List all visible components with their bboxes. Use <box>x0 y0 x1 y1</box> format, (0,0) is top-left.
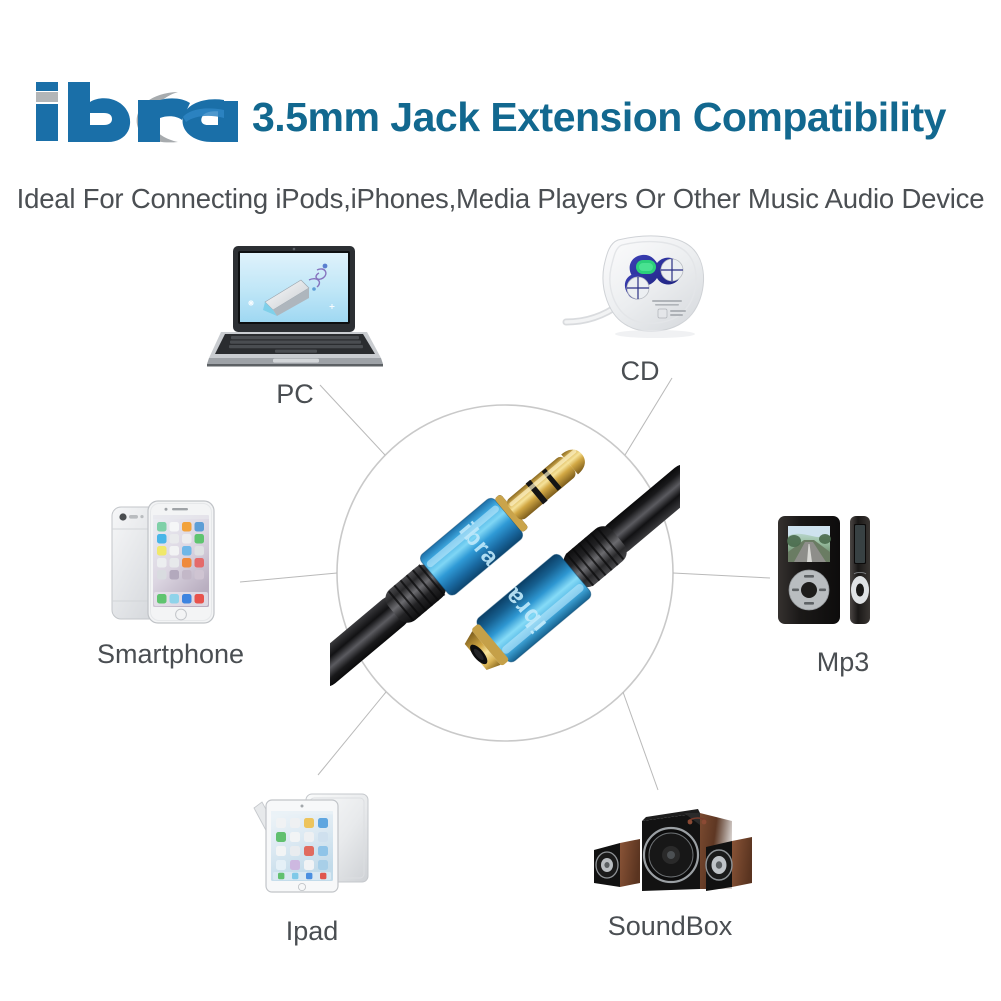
device-label-mp3: Mp3 <box>816 647 870 677</box>
device-node-pc[interactable]: PC <box>205 240 385 410</box>
ibra-logo-mark <box>36 82 238 143</box>
page-subtitle: Ideal For Connecting iPods,iPhones,Media… <box>16 183 985 214</box>
speaker-system-icon <box>580 795 760 905</box>
product-cable: ibra <box>308 398 702 748</box>
smartphone-icon <box>78 495 263 635</box>
cd-player-icon <box>560 230 720 350</box>
device-node-mp3[interactable]: Mp3 <box>768 508 918 678</box>
line-to-mp3 <box>672 572 771 579</box>
tablet-icon <box>232 782 392 912</box>
device-node-cd[interactable]: CD <box>560 230 720 387</box>
device-label-smartphone: Smartphone <box>96 639 245 669</box>
device-label-ipad: Ipad <box>285 916 339 946</box>
device-node-ipad[interactable]: Ipad <box>232 782 392 947</box>
page-title: 3.5mm Jack Extension Compatibility <box>252 93 946 140</box>
laptop-icon <box>205 240 385 375</box>
device-label-cd: CD <box>620 356 660 386</box>
device-node-smartphone[interactable]: Smartphone <box>78 495 263 670</box>
device-node-soundbox[interactable]: SoundBox <box>580 795 760 942</box>
mp3-player-icon <box>768 508 918 643</box>
header: 3.5mm Jack Extension Compatibility <box>0 78 1001 148</box>
ibra-logo <box>28 80 254 146</box>
compatibility-diagram: PC <box>0 230 1001 946</box>
device-label-soundbox: SoundBox <box>607 911 733 941</box>
device-label-pc: PC <box>276 379 314 409</box>
